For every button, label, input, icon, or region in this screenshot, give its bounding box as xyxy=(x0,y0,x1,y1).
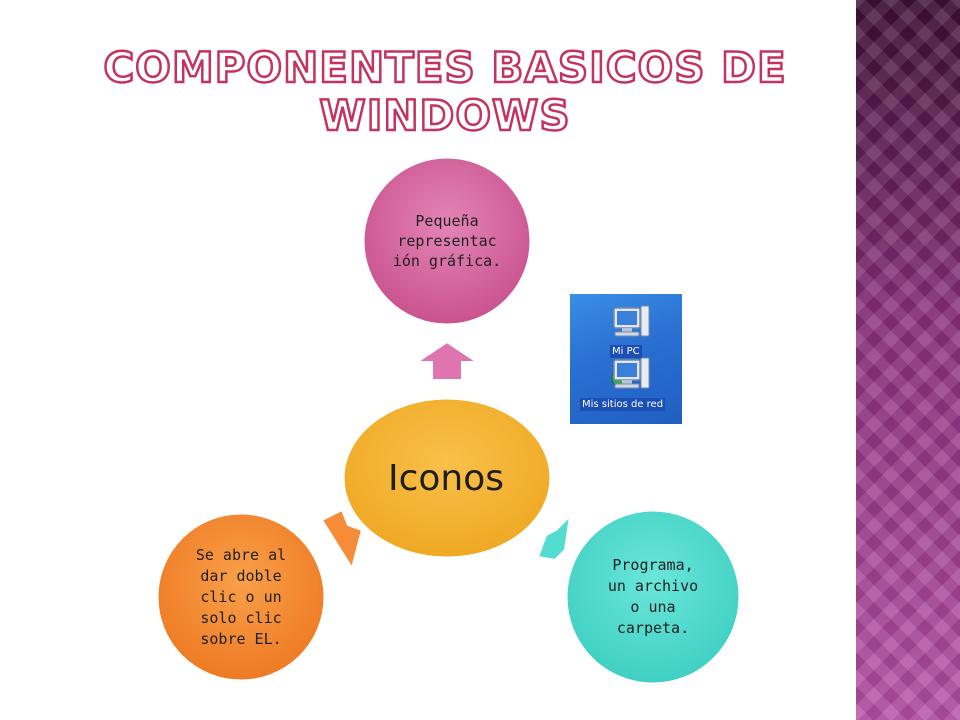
center-label: Iconos xyxy=(387,457,505,499)
computer-icon xyxy=(613,305,650,337)
arrow-left xyxy=(320,508,364,571)
left-circle xyxy=(155,511,327,683)
left-circle-text: Se abre al dar doble clic o un solo clic… xyxy=(176,540,306,654)
network-places-label: Mis sitios de red xyxy=(580,398,666,411)
arrow-up xyxy=(413,340,481,381)
left-line-2: dar doble xyxy=(200,566,282,585)
top-circle xyxy=(361,155,533,327)
right-circle xyxy=(564,508,742,686)
mi-pc-label: Mi PC xyxy=(610,345,642,358)
left-line-3: clic o un xyxy=(200,587,282,606)
side-pattern-panel xyxy=(856,0,960,720)
arrow-right xyxy=(536,513,572,562)
page-title: COMPONENTES BASICOS DE WINDOWS xyxy=(102,42,787,141)
top-line-3: ión gráfica. xyxy=(392,252,502,270)
right-line-1: Programa, xyxy=(612,556,694,574)
center-circle xyxy=(341,396,553,560)
network-icon xyxy=(611,357,650,389)
desktop-icons-image: Mi PC Mis sitios de red xyxy=(570,294,682,424)
left-line-1: Se abre al xyxy=(195,545,287,564)
right-circle-text: Programa, un archivo o una carpeta. xyxy=(588,550,718,644)
right-line-3: o una xyxy=(630,598,676,616)
top-line-1: Pequeña xyxy=(415,212,479,230)
top-circle-text: Pequeña representac ión gráfica. xyxy=(377,195,517,287)
left-line-5: sobre EL. xyxy=(200,629,282,648)
left-line-4: solo clic xyxy=(200,608,282,627)
top-line-2: representac xyxy=(397,232,497,250)
right-line-4: carpeta. xyxy=(616,619,690,637)
right-line-2: un archivo xyxy=(607,577,699,595)
